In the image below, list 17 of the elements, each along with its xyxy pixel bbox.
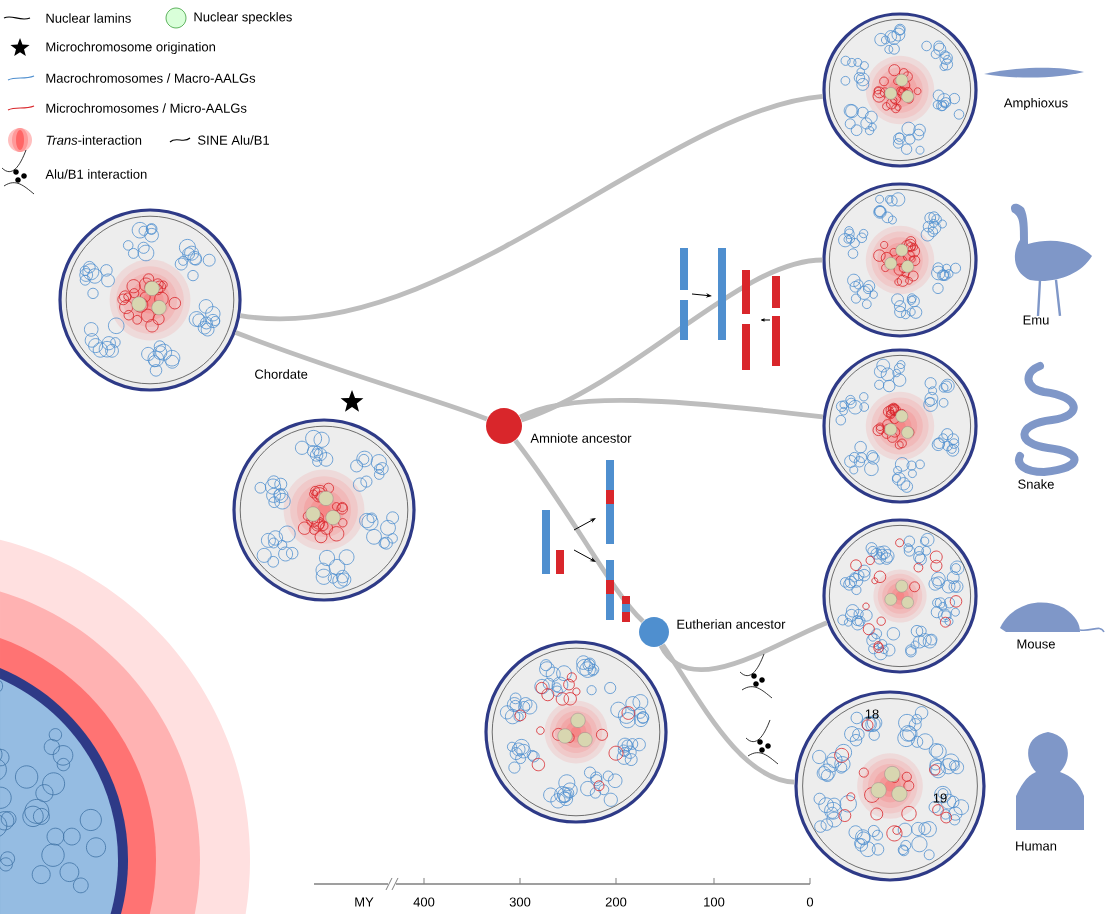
nucleus-drawing — [822, 348, 978, 504]
tree-branch — [658, 620, 829, 672]
ancestor-dot — [639, 617, 669, 647]
nucleus-drawing — [822, 518, 978, 674]
tree-branch — [519, 398, 824, 420]
tree-branch — [660, 643, 795, 785]
nucleus-drawing — [484, 640, 668, 824]
tree-branch — [234, 330, 488, 422]
tree-branch — [520, 257, 823, 423]
nucleus-drawing — [822, 12, 978, 168]
nucleus-drawing — [232, 418, 416, 602]
tree-branch — [240, 94, 824, 321]
nucleus-drawing — [58, 208, 242, 392]
ancestor-dot — [486, 408, 522, 444]
nucleus-drawing — [794, 690, 986, 882]
tree-branch — [513, 439, 645, 623]
nucleus-drawing — [822, 182, 978, 338]
